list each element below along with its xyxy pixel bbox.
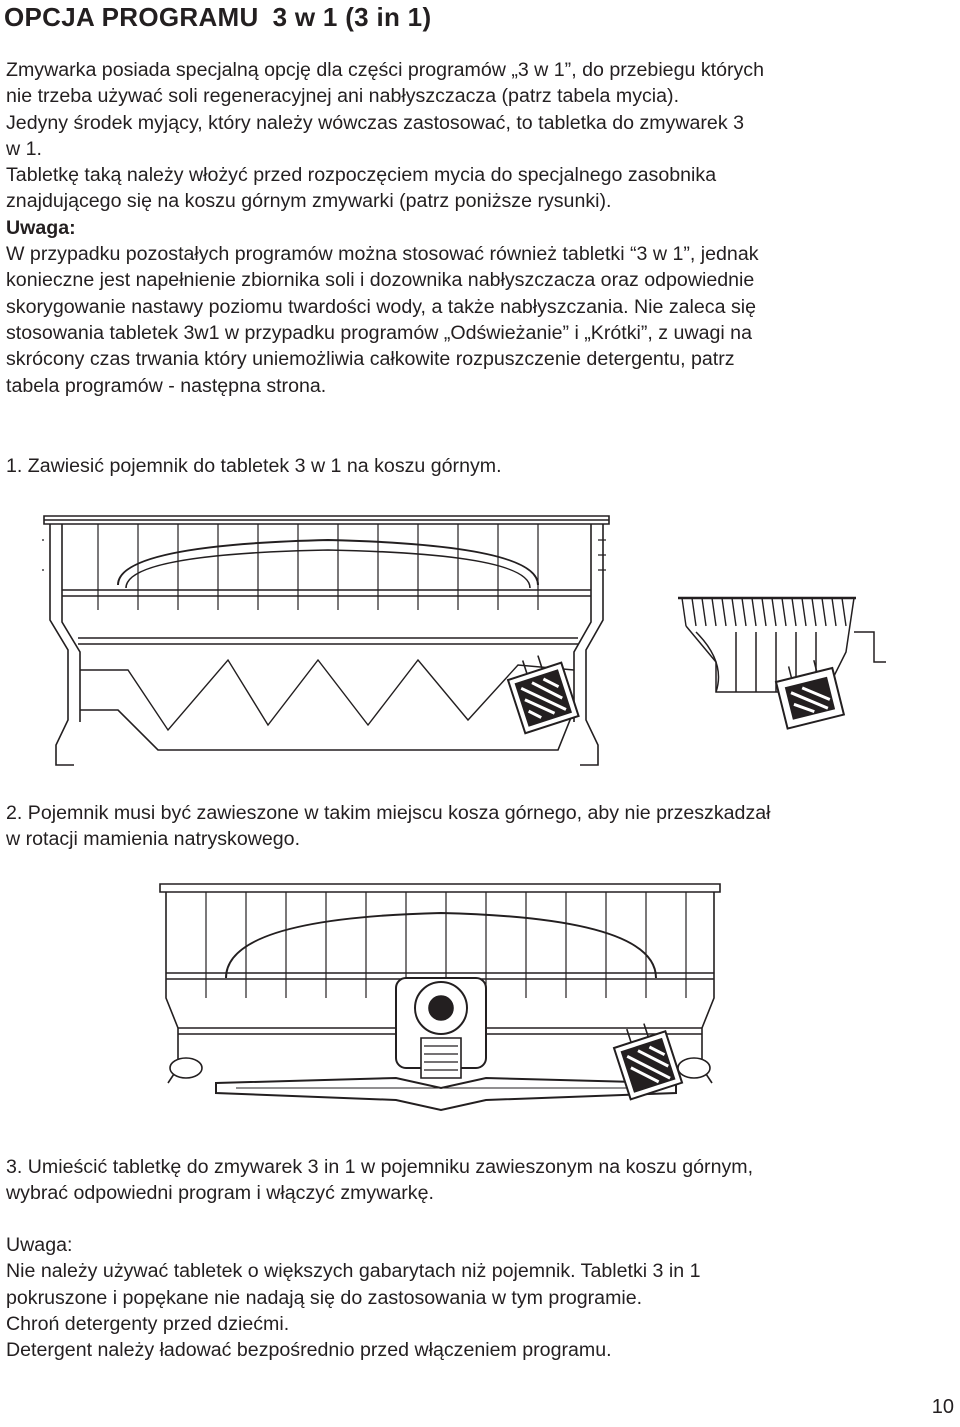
page-number: 10 bbox=[931, 1396, 954, 1418]
step-2: 2. Pojemnik musi być zawieszone w takim … bbox=[6, 800, 936, 853]
text-line: Chroń detergenty przed dziećmi. bbox=[6, 1312, 290, 1335]
text-line: Tabletkę taką należy włożyć przed rozpoc… bbox=[6, 164, 717, 187]
tablet-holder bbox=[610, 1018, 682, 1099]
intro-paragraph-1: Zmywarka posiada specjalną opcję dla czę… bbox=[6, 57, 924, 399]
final-note: Uwaga: Nie należy używać tabletek o więk… bbox=[6, 1232, 924, 1363]
basket-top-rail bbox=[160, 884, 720, 892]
text-line: Jedyny środek myjący, który należy wówcz… bbox=[6, 111, 744, 134]
title-main: OPCJA PROGRAMU bbox=[4, 2, 259, 32]
text-line: Detergent należy ładować bezpośrednio pr… bbox=[6, 1339, 612, 1362]
step-line: wybrać odpowiedni program i włączyć zmyw… bbox=[6, 1182, 434, 1205]
text-line: W przypadku pozostałych programów można … bbox=[6, 243, 759, 266]
note-label: Uwaga: bbox=[6, 216, 76, 239]
text-line: znajdującego się na koszu górnym zmywark… bbox=[6, 190, 612, 213]
text-line: skrócony czas trwania który uniemożliwia… bbox=[6, 348, 735, 371]
text-line: tabela programów - następna strona. bbox=[6, 374, 327, 397]
note-label: Uwaga: bbox=[6, 1234, 73, 1256]
text-line: nie trzeba używać soli regeneracyjnej an… bbox=[6, 85, 680, 108]
step-3: 3. Umieścić tabletkę do zmywarek 3 in 1 … bbox=[6, 1154, 936, 1207]
tablet-holder bbox=[504, 649, 579, 733]
step-line: 3. Umieścić tabletkę do zmywarek 3 in 1 … bbox=[6, 1156, 754, 1178]
upper-basket-side-illustration bbox=[676, 592, 890, 757]
text-line: w 1. bbox=[6, 137, 42, 160]
title-sub: 3 w 1 (3 in 1) bbox=[272, 2, 432, 32]
text-line: skorygowanie nastawy poziomu twardości w… bbox=[6, 295, 756, 318]
spray-arm bbox=[216, 978, 676, 1110]
upper-basket-illustration-2 bbox=[156, 878, 726, 1128]
text-line: stosowania tabletek 3w1 w przypadku prog… bbox=[6, 321, 752, 344]
step-1: 1. Zawiesić pojemnik do tabletek 3 w 1 n… bbox=[6, 453, 936, 479]
step-line: 2. Pojemnik musi być zawieszone w takim … bbox=[6, 802, 771, 824]
text-line: konieczne jest napełnienie zbiornika sol… bbox=[6, 269, 755, 292]
text-line: Nie należy używać tabletek o większych g… bbox=[6, 1260, 701, 1283]
page-title: OPCJA PROGRAMU 3 w 1 (3 in 1) bbox=[4, 2, 431, 33]
step-line: 1. Zawiesić pojemnik do tabletek 3 w 1 n… bbox=[6, 455, 502, 477]
text-line: Zmywarka posiada specjalną opcję dla czę… bbox=[6, 59, 764, 81]
tablet-holder-side bbox=[773, 656, 844, 728]
upper-basket-illustration-1 bbox=[38, 510, 618, 775]
text-line: pokruszone i popękane nie nadają się do … bbox=[6, 1286, 643, 1309]
step-line: w rotacji mamienia natryskowego. bbox=[6, 828, 301, 851]
